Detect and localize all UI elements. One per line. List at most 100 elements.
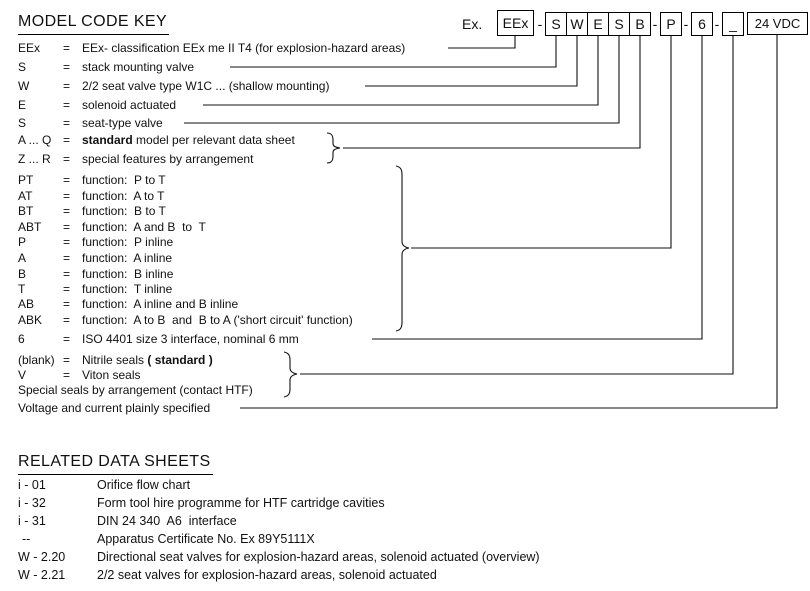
equals-sign: = xyxy=(63,220,71,234)
brace-seals xyxy=(283,351,298,398)
equals-sign: = xyxy=(63,353,71,367)
datasheet-desc: Form tool hire programme for HTF cartrid… xyxy=(97,496,385,510)
key-row-desc: function: A and B to T xyxy=(82,220,206,234)
key-row-desc: solenoid actuated xyxy=(82,98,177,112)
key-row-code: P xyxy=(18,235,27,249)
key-row-desc: Viton seals xyxy=(82,368,141,382)
key-row-desc: function: A inline and B inline xyxy=(82,297,239,311)
key-row-desc: function: A inline xyxy=(82,251,173,265)
connector-w xyxy=(365,36,578,87)
datasheet-code: W - 2.20 xyxy=(18,550,66,564)
code-box-p: P xyxy=(660,12,682,36)
equals-sign: = xyxy=(63,267,71,281)
connector-b xyxy=(343,36,641,149)
key-row-desc: 2/2 seat valve type W1C ... (shallow mou… xyxy=(82,79,330,93)
code-box-b: B xyxy=(629,12,651,36)
bold-text: ( standard ) xyxy=(147,353,213,367)
code-separator: - xyxy=(652,16,658,32)
equals-sign: = xyxy=(63,297,71,311)
key-row-desc: function: A to T xyxy=(82,189,165,203)
equals-sign: = xyxy=(63,189,71,203)
equals-sign: = xyxy=(63,204,71,218)
connector-seal xyxy=(300,36,734,375)
code-separator: - xyxy=(683,16,689,32)
key-row-code: V xyxy=(18,368,27,382)
equals-sign: = xyxy=(63,368,71,382)
datasheet-desc: Apparatus Certificate No. Ex 89Y5111X xyxy=(97,532,315,546)
key-row-desc: function: B to T xyxy=(82,204,166,218)
key-row-code: S xyxy=(18,116,27,130)
connector-s2 xyxy=(184,36,620,124)
datasheet-code: i - 01 xyxy=(18,478,46,492)
key-row-code: B xyxy=(18,267,27,281)
key-row-code: A xyxy=(18,251,27,265)
connector-e xyxy=(203,36,599,106)
related-data-sheets-title: RELATED DATA SHEETS xyxy=(18,453,213,475)
code-separator: - xyxy=(714,16,720,32)
key-row-desc: standard model per relevant data sheet xyxy=(82,132,295,148)
key-row-code: ABT xyxy=(18,220,42,234)
example-label: Ex. xyxy=(462,16,483,32)
key-row-desc: special features by arrangement xyxy=(82,152,254,166)
equals-sign: = xyxy=(63,173,71,187)
code-box-6: 6 xyxy=(691,12,713,36)
key-row-desc: function: P to T xyxy=(82,173,166,187)
key-row-code: W xyxy=(18,79,30,93)
connector-p xyxy=(411,36,672,249)
key-row-desc: ISO 4401 size 3 interface, nominal 6 mm xyxy=(82,332,299,346)
code-box-s1: S xyxy=(545,12,567,36)
datasheet-code: -- xyxy=(22,532,31,546)
key-row-text: Special seals by arrangement (contact HT… xyxy=(18,383,253,397)
equals-sign: = xyxy=(63,313,71,327)
equals-sign: = xyxy=(63,133,71,147)
connector-eex xyxy=(448,36,516,49)
key-row-desc: seat-type valve xyxy=(82,116,163,130)
datasheet-desc: DIN 24 340 A6 interface xyxy=(97,514,237,528)
key-row-desc: stack mounting valve xyxy=(82,60,195,74)
code-separator: - xyxy=(537,16,543,32)
key-row-code: AB xyxy=(18,297,35,311)
brace-standard-special xyxy=(326,132,341,164)
key-row-code: A ... Q xyxy=(18,133,52,147)
equals-sign: = xyxy=(63,41,71,55)
code-box-w: W xyxy=(566,12,588,36)
connector-s1 xyxy=(230,36,557,68)
equals-sign: = xyxy=(63,332,71,346)
key-row-code: EEx xyxy=(18,41,41,55)
key-row-desc: Nitrile seals ( standard ) xyxy=(82,352,213,368)
datasheet-desc: Directional seat valves for explosion-ha… xyxy=(97,550,540,564)
key-row-text: Voltage and current plainly specified xyxy=(18,401,211,415)
datasheet-desc: Orifice flow chart xyxy=(97,478,191,492)
equals-sign: = xyxy=(63,79,71,93)
datasheet-desc: 2/2 seat valves for explosion-hazard are… xyxy=(97,568,437,582)
key-row-code: S xyxy=(18,60,27,74)
key-row-code: BT xyxy=(18,204,34,218)
brace-functions xyxy=(395,165,410,332)
key-row-desc-pre: Nitrile seals xyxy=(82,353,148,367)
key-row-desc: function: A to B and B to A ('short circ… xyxy=(82,313,353,327)
equals-sign: = xyxy=(63,152,71,166)
key-row-code: E xyxy=(18,98,27,112)
datasheet-code: i - 31 xyxy=(18,514,46,528)
connector-vdc xyxy=(240,34,778,409)
code-box-eex: EEx xyxy=(497,10,534,36)
code-box-e: E xyxy=(587,12,609,36)
equals-sign: = xyxy=(63,116,71,130)
equals-sign: = xyxy=(63,251,71,265)
datasheet-code: i - 32 xyxy=(18,496,46,510)
key-row-desc: function: T inline xyxy=(82,282,173,296)
key-row-desc: function: P inline xyxy=(82,235,174,249)
code-box-voltage: 24 VDC xyxy=(747,12,808,35)
key-row-code: 6 xyxy=(18,332,25,346)
code-box-blank: _ xyxy=(722,12,744,36)
equals-sign: = xyxy=(63,282,71,296)
connector-6 xyxy=(372,36,703,340)
key-row-desc: EEx- classification EEx me II T4 (for ex… xyxy=(82,41,406,55)
equals-sign: = xyxy=(63,98,71,112)
key-row-desc-rest: model per relevant data sheet xyxy=(132,133,295,147)
key-row-code: AT xyxy=(18,189,33,203)
code-box-s2: S xyxy=(608,12,630,36)
key-row-code: T xyxy=(18,282,26,296)
